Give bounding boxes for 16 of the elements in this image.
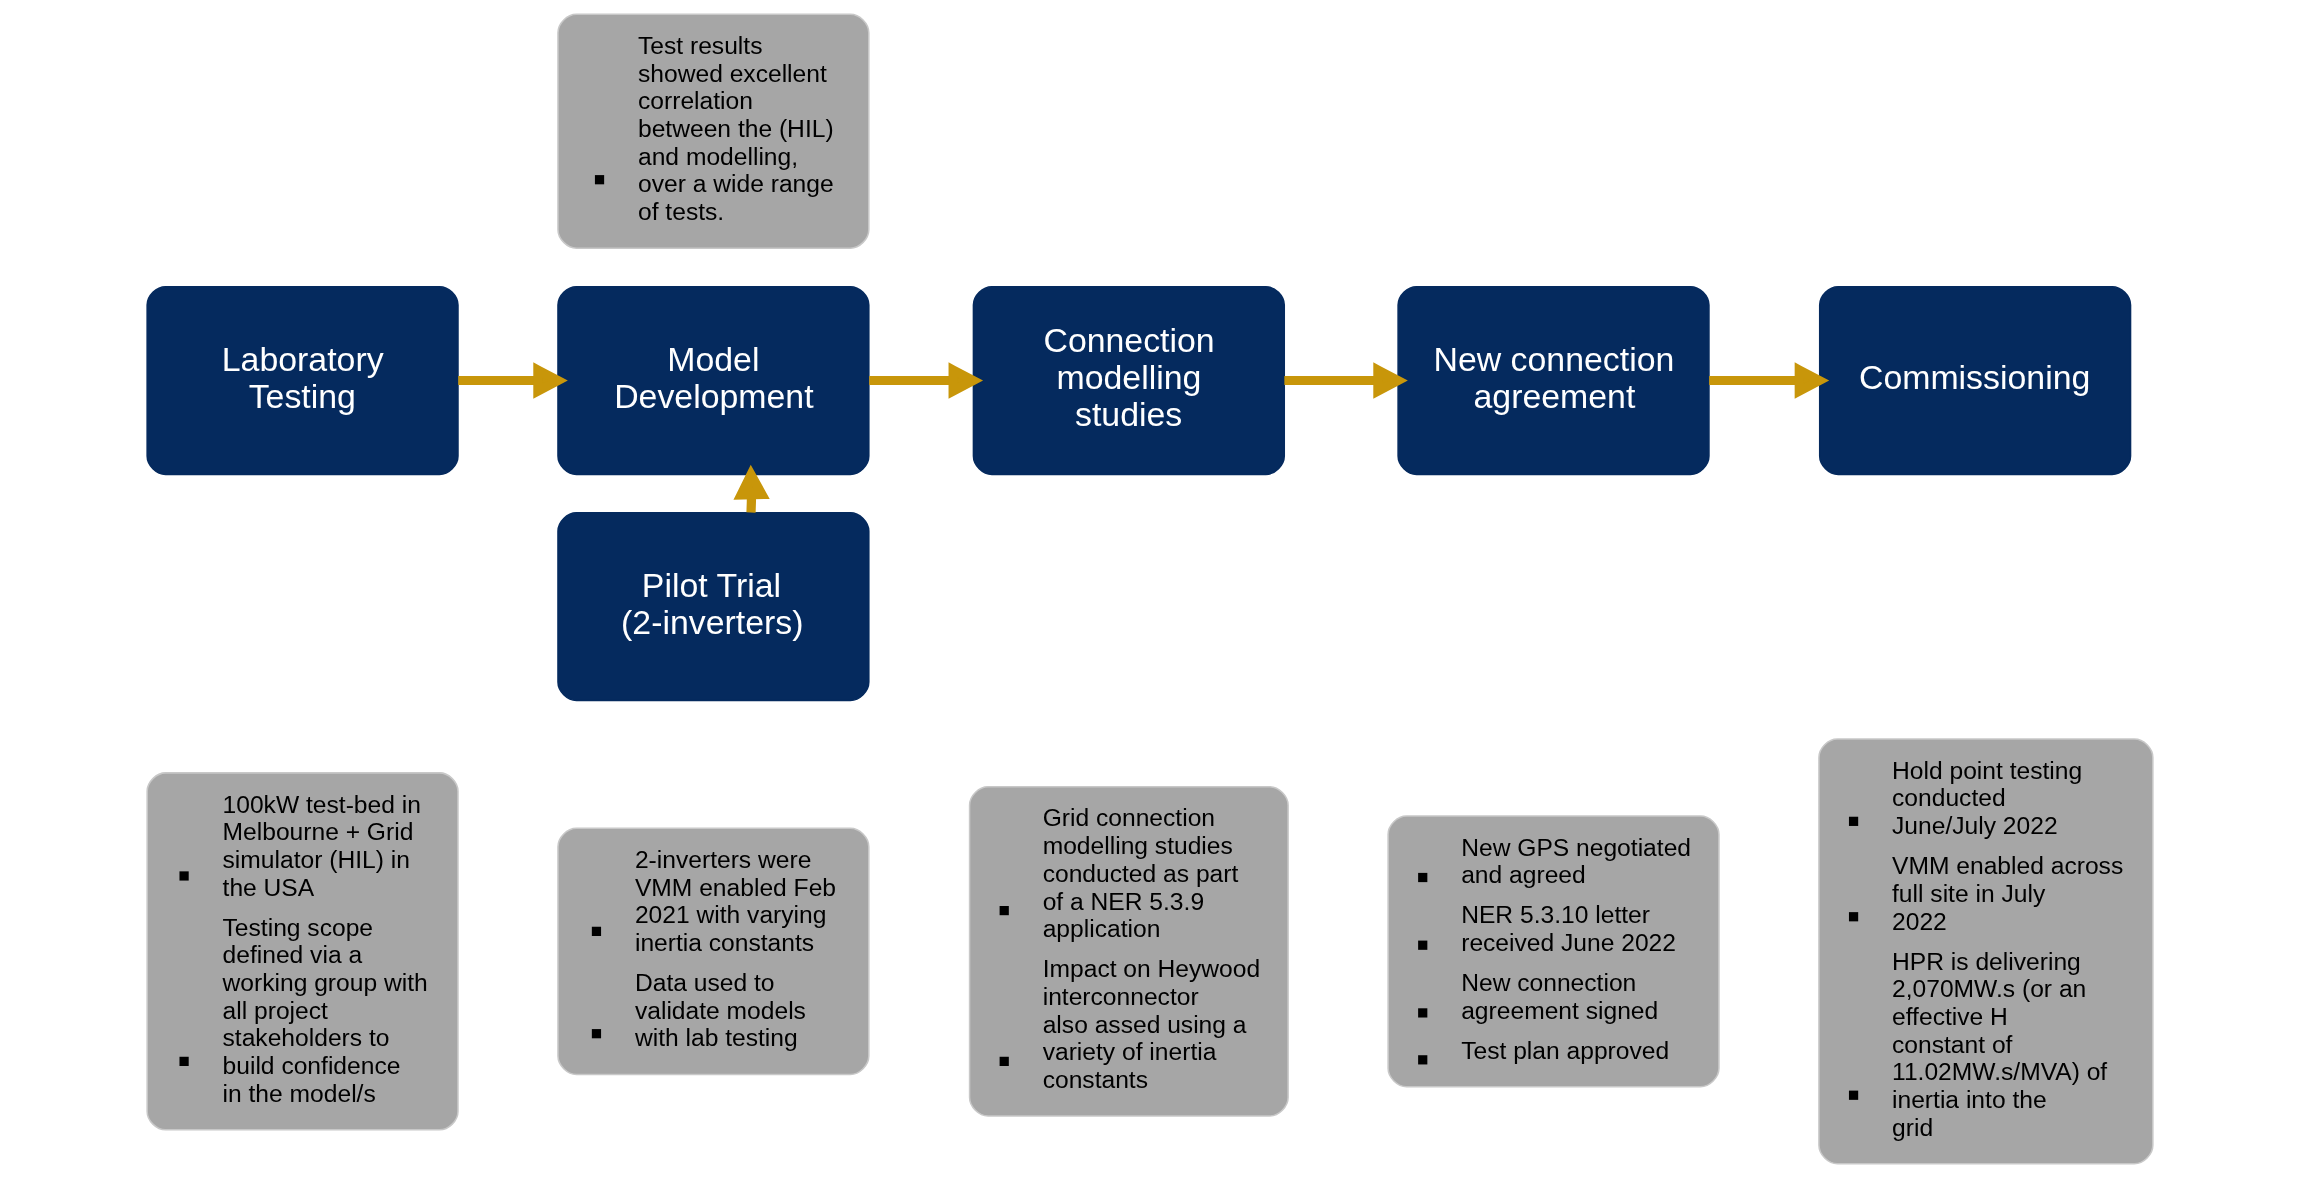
node-box: Laboratory Testing: [146, 285, 459, 476]
arrow: [458, 362, 568, 399]
arrow: [1709, 362, 1830, 399]
node-box: Hold point testing conducted June/July 2022 VMM enabled across full site in July 2022 HPR is delivering 2,070MW.s (or an effective H constant of 11.02MW.s/MVA) of inertia into the grid: [1818, 738, 2154, 1165]
node-box: 2-inverters were VMM enabled Feb 2021 with varying inertia constants Data used to validate models with lab testing: [557, 827, 870, 1076]
node-box: Pilot Trial (2-inverters): [557, 512, 870, 702]
node-box: Grid connection modelling studies conducted as part of a NER 5.3.9 application Impact on Heywood interconnector also assed using a variety of inertia constants: [968, 785, 1289, 1117]
node-box: Connection modelling studies: [972, 285, 1285, 476]
node-box: Test results showed excellent correlation between the (HIL) and modelling, over a wide range of tests.: [557, 13, 870, 249]
node-box: Commissioning: [1818, 285, 2132, 476]
arrow: [869, 362, 984, 399]
node-box: New connection agreement: [1397, 285, 1710, 476]
node-box: 100kW test-bed in Melbourne + Grid simulator (HIL) in the USA Testing scope defined via a working group with all project stakeholders to build confidence in the model/s: [146, 772, 459, 1131]
node-box: Model Development: [557, 285, 870, 476]
arrow: [1284, 362, 1408, 399]
node-box: New GPS negotiated and agreed NER 5.3.10 letter received June 2022 New connection agreement signed Test plan approved: [1387, 815, 1720, 1088]
